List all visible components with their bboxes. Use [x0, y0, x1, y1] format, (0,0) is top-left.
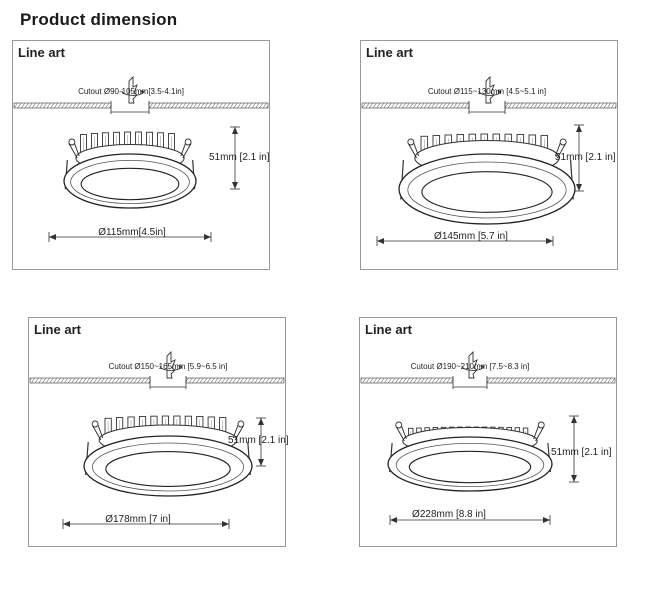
diameter-label: Ø228mm [8.8 in]: [412, 509, 486, 520]
arrowhead-icon: [258, 418, 264, 425]
lens: [105, 451, 231, 487]
clip-pivot: [237, 420, 245, 428]
arrowhead-icon: [576, 184, 582, 191]
arrowhead-icon: [49, 234, 56, 240]
arrowhead-icon: [178, 365, 182, 368]
cutout-label: Cutout Ø190~210mm [7.5~8.3 in]: [410, 362, 530, 371]
hole-saw-icon: [166, 350, 176, 379]
arrowhead-icon: [377, 238, 384, 244]
diameter-label: Ø145mm [5.7 in]: [434, 231, 508, 242]
panel-label: Line art: [18, 45, 65, 60]
rotation-arrow-icon: [461, 365, 485, 371]
arrowhead-icon: [63, 521, 70, 527]
clip-pivot: [395, 421, 403, 429]
arrowhead-icon: [576, 125, 582, 132]
clip-pivot: [184, 138, 192, 146]
arrowhead-icon: [480, 365, 484, 368]
arrowhead-icon: [543, 517, 550, 523]
rotation-arrow-icon: [121, 90, 145, 96]
rotation-arrow-icon: [478, 90, 502, 96]
trim-ring-mid: [407, 161, 567, 219]
clip-pivot: [537, 421, 545, 429]
cutout-label: Cutout Ø150~165mm [5.9~6.5 in]: [108, 362, 228, 371]
lens: [408, 450, 532, 484]
ceiling-section: [486, 377, 616, 384]
hole-saw-icon: [468, 350, 478, 379]
ceiling-section: [185, 377, 285, 384]
downlight-drawing: [13, 75, 269, 242]
downlight-drawing: [360, 350, 616, 525]
clip-pivot: [68, 138, 76, 146]
panel-2: Line art Cutout Ø115~130mm [4.5~5.1 in] …: [360, 40, 618, 270]
arrowhead-icon: [222, 521, 229, 527]
trim-ring-mid: [70, 160, 190, 205]
ceiling-section: [360, 377, 454, 384]
height-label: 51mm [2.1 in]: [551, 447, 612, 458]
height-label: 51mm [2.1 in]: [228, 435, 289, 446]
ceiling-section: [29, 377, 151, 384]
arrowhead-icon: [571, 475, 577, 482]
rotation-arrow-icon: [159, 365, 183, 371]
clip-pivot: [91, 420, 99, 428]
diameter-label: Ø115mm[4.5in]: [98, 227, 166, 238]
arrowhead-icon: [390, 517, 397, 523]
trim-ring-mid: [92, 442, 244, 492]
panel-label: Line art: [366, 45, 413, 60]
arrowhead-icon: [571, 416, 577, 423]
arrowhead-icon: [497, 90, 501, 93]
height-label: 51mm [2.1 in]: [209, 152, 270, 163]
hole-saw-icon: [485, 75, 495, 104]
ceiling-section: [504, 102, 617, 109]
trim-ring-mid: [395, 443, 545, 488]
clip-pivot: [407, 138, 415, 146]
downlight-drawing: [361, 75, 617, 246]
ceiling-section: [148, 102, 269, 109]
lens: [421, 171, 553, 213]
arrowhead-icon: [258, 459, 264, 466]
panel-3: Line art Cutout Ø150~165mm [5.9~6.5 in] …: [28, 317, 289, 547]
height-label: 51mm [2.1 in]: [555, 152, 616, 163]
panel-4: Line art Cutout Ø190~210mm [7.5~8.3 in] …: [359, 317, 617, 547]
hole-saw-icon: [128, 75, 138, 104]
page-title: Product dimension: [20, 10, 178, 29]
panel-1: Line art Cutout Ø90-105mm[3.5-4.1in] 51m…: [12, 40, 270, 270]
ceiling-section: [13, 102, 112, 109]
lens: [80, 167, 180, 201]
ceiling-section: [361, 102, 470, 109]
panel-label: Line art: [34, 322, 81, 337]
arrowhead-icon: [232, 127, 238, 134]
arrowhead-icon: [140, 90, 144, 93]
diameter-label: Ø178mm [7 in]: [105, 514, 171, 525]
clip-pivot: [559, 138, 567, 146]
cutout-label: Cutout Ø90-105mm[3.5-4.1in]: [78, 87, 184, 96]
arrowhead-icon: [204, 234, 211, 240]
arrowhead-icon: [232, 182, 238, 189]
downlight-drawing: [29, 350, 285, 529]
panel-label: Line art: [365, 322, 412, 337]
arrowhead-icon: [546, 238, 553, 244]
cutout-label: Cutout Ø115~130mm [4.5~5.1 in]: [427, 87, 547, 96]
